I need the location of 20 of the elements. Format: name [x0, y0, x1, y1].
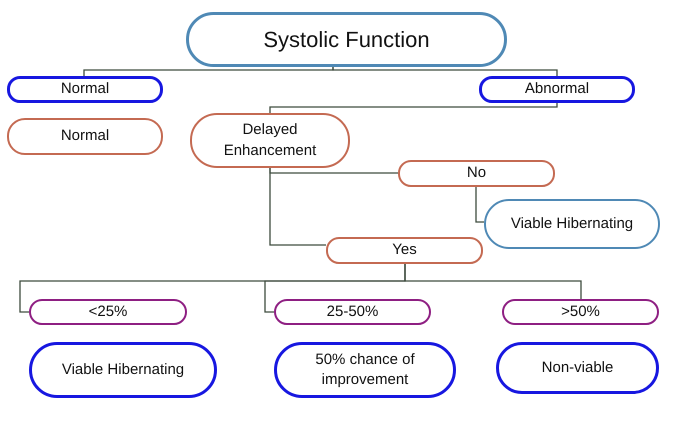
result-box: Normal	[7, 118, 163, 155]
connector-line	[332, 67, 558, 76]
outcome-box: Normal	[7, 76, 163, 103]
decision-box: Delayed Enhancement	[190, 113, 350, 168]
result-box: 50% chance of improvement	[274, 342, 456, 398]
connector-line	[83, 67, 334, 76]
result-box: Viable Hibernating	[29, 342, 217, 398]
result-box: Non-viable	[496, 342, 659, 394]
answer-box: No	[398, 160, 555, 187]
connector-line	[404, 264, 582, 299]
connector-line	[269, 103, 558, 113]
connector-line	[269, 168, 326, 246]
range-box: <25%	[29, 299, 187, 325]
range-box: 25-50%	[274, 299, 431, 325]
range-box: >50%	[502, 299, 659, 325]
answer-box: Yes	[326, 237, 483, 264]
result-box: Viable Hibernating	[484, 199, 660, 249]
connector-line	[475, 187, 484, 223]
outcome-box: Abnormal	[479, 76, 635, 103]
title-box: Systolic Function	[186, 12, 507, 67]
